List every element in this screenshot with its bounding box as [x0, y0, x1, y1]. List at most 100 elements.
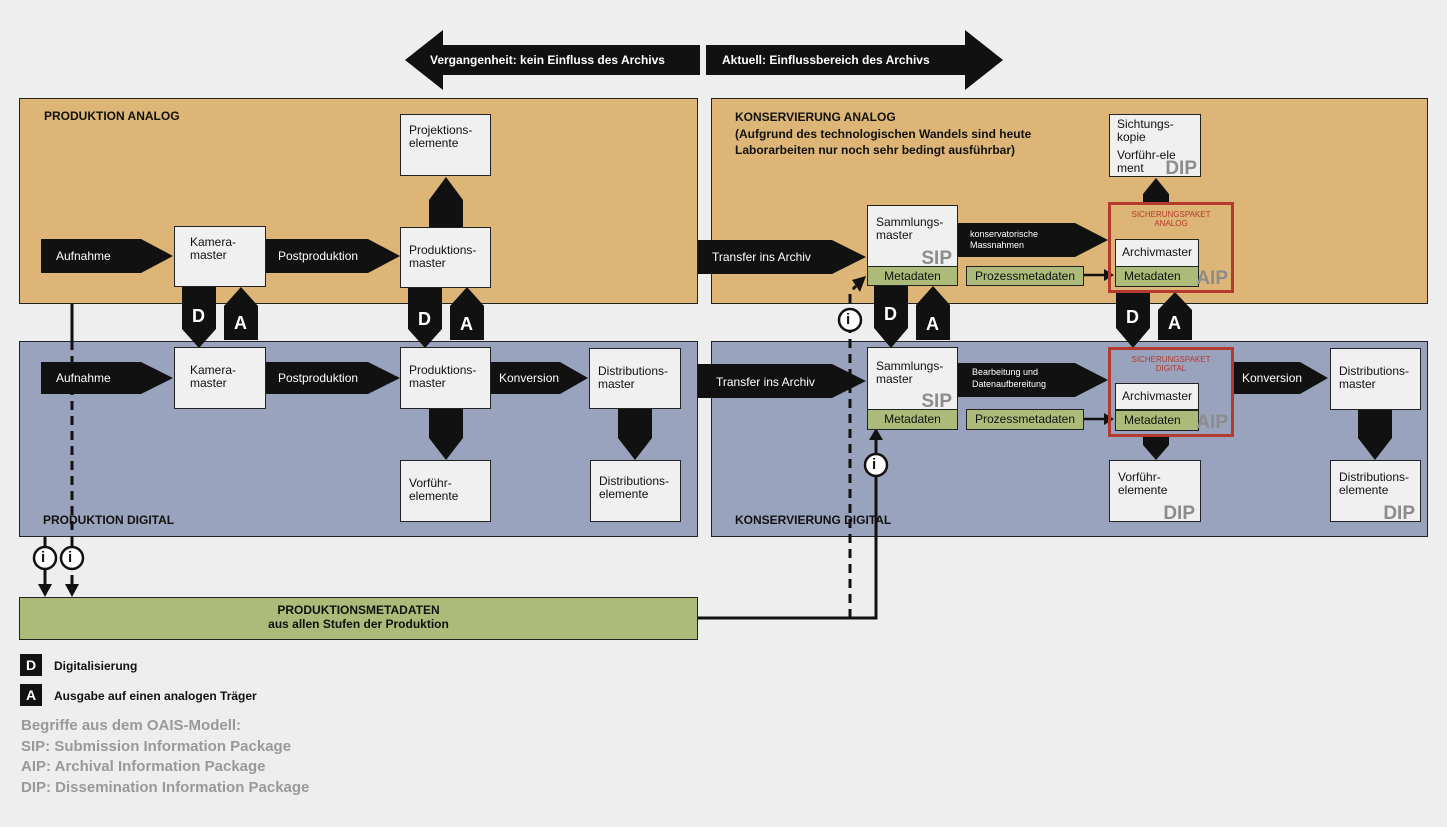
- arrow-aufnahme-digital: [41, 362, 173, 394]
- header-current-label: Aktuell: Einflussbereich des Archivs: [722, 53, 930, 67]
- sicherungspaket-digital-title: SICHERUNGSPAKET DIGITAL: [1111, 355, 1231, 373]
- box-text: Produktions-: [409, 243, 477, 257]
- arrow-transfer-analog: [698, 240, 866, 274]
- line-meta-analog: [848, 284, 858, 618]
- label-d-archiv: D: [1126, 307, 1139, 327]
- line-meta-digital: [698, 437, 878, 620]
- box-sammlungsmaster-digital: Sammlungs- master SIP: [867, 347, 958, 412]
- panel-title-konservierung-analog: KONSERVIERUNG ANALOG: [735, 110, 896, 124]
- box-vorfuehrelemente-kons: Vorführ- elemente DIP: [1109, 460, 1201, 524]
- box-sichtungskopie: Sichtungs- kopie Vorführ-ele ment DIP: [1109, 114, 1201, 179]
- arrow-d-produktion: [408, 287, 442, 348]
- sip-label: SIP: [921, 248, 952, 269]
- arrowhead-meta-1: [38, 584, 52, 597]
- label-aufnahme-digital: Aufnahme: [56, 371, 111, 385]
- box-text: Kamera-: [190, 363, 237, 377]
- box-text: Vorführ-ele: [1117, 148, 1176, 162]
- panel-title-produktion-digital: PRODUKTION DIGITAL: [43, 513, 175, 527]
- metadaten-digital: Metadaten: [867, 409, 958, 430]
- box-text: elemente: [599, 487, 649, 501]
- produktionsmetadaten-subtitle: aus allen Stufen der Produktion: [268, 617, 449, 631]
- label-a-kamera: A: [234, 313, 247, 333]
- label-konservatorisch-2: Massnahmen: [970, 240, 1025, 250]
- legend-a-text: Ausgabe auf einen analogen Träger: [54, 689, 257, 703]
- produktionsmetadaten-bar: PRODUKTIONSMETADATEN aus allen Stufen de…: [19, 597, 698, 640]
- sicherungspaket-text: SICHERUNGSPAKET: [1131, 210, 1211, 219]
- label-bearbeitung-2: Datenaufbereitung: [972, 379, 1047, 389]
- box-text: Vorführ-: [1118, 470, 1161, 484]
- arrow-a-sammlung: [916, 286, 950, 340]
- aip-label: AIP: [1196, 412, 1228, 433]
- arrow-konversion-kons: [1234, 362, 1328, 394]
- label-transfer-analog: Transfer ins Archiv: [712, 250, 811, 264]
- box-text: master: [876, 228, 913, 242]
- box-text: Vorführ-: [409, 476, 452, 490]
- produktionsmetadaten-title: PRODUKTIONSMETADATEN: [277, 603, 440, 617]
- arrow-down-vorfuehr: [429, 409, 463, 460]
- info-icon: i: [872, 456, 877, 473]
- info-icon: i: [846, 311, 851, 328]
- box-vorfuehrelemente-prod: Vorführ- elemente: [400, 460, 491, 522]
- box-text: Produktions-: [409, 363, 477, 377]
- label-konversion-digital: Konversion: [499, 371, 560, 385]
- box-text: Sichtungs-: [1117, 117, 1174, 131]
- arrow-up-projektion: [429, 177, 463, 229]
- dip-label: DIP: [1163, 503, 1195, 524]
- box-distributionselemente-prod: Distributions- elemente: [590, 460, 681, 522]
- box-text: Kamera-: [190, 235, 237, 249]
- dip-label: DIP: [1165, 158, 1197, 179]
- arrow-up-sichtung: [1143, 178, 1169, 202]
- label-d-kamera: D: [192, 306, 205, 326]
- metadaten-aip-analog: Metadaten: [1115, 266, 1199, 287]
- archivmaster-digital: Archivmaster: [1115, 383, 1199, 410]
- arrow-postproduktion-analog: [266, 239, 400, 273]
- box-produktionsmaster-digital: Produktions- master: [400, 347, 491, 409]
- label-d-produktion: D: [418, 309, 431, 329]
- label-postproduktion-digital: Postproduktion: [278, 371, 359, 385]
- header-arrow-current: [706, 30, 1003, 90]
- panel-subtitle-konservierung-analog-1: (Aufgrund des technologischen Wandels si…: [735, 127, 1032, 141]
- label-a-sammlung: A: [926, 314, 939, 334]
- label-aufnahme-analog: Aufnahme: [56, 249, 111, 263]
- label-a-archiv: A: [1168, 313, 1181, 333]
- box-text: Distributions-: [1339, 364, 1410, 378]
- sicherungspaket-text: ANALOG: [1154, 219, 1188, 228]
- label-transfer-digital: Transfer ins Archiv: [716, 375, 815, 389]
- box-distributionsmaster-digital: Distributions- master: [589, 348, 681, 409]
- panel-subtitle-konservierung-analog-2: Laborarbeiten nur noch sehr bedingt ausf…: [735, 143, 1016, 157]
- box-text: Distributions-: [598, 364, 669, 378]
- box-text: master: [876, 372, 913, 386]
- oais-dip: DIP: Dissemination Information Package: [21, 778, 310, 796]
- arrow-a-archiv: [1158, 292, 1192, 340]
- arrow-down-distribution-dip: [1358, 410, 1392, 460]
- sicherungspaket-analog-title: SICHERUNGSPAKET ANALOG: [1111, 210, 1231, 228]
- arrow-down-vorfuehr-dip: [1143, 437, 1169, 460]
- arrow-transfer-digital: [698, 364, 866, 398]
- header-past-label: Vergangenheit: kein Einfluss des Archivs: [430, 53, 665, 67]
- sicherungspaket-text: DIGITAL: [1155, 364, 1187, 373]
- box-distributionsmaster-kons: Distributions- master: [1330, 348, 1421, 410]
- sicherungspaket-text: SICHERUNGSPAKET: [1131, 355, 1211, 364]
- box-text: master: [190, 376, 227, 390]
- box-kameramaster-analog: Kamera- master: [174, 226, 266, 287]
- box-text: master: [1339, 377, 1376, 391]
- sip-label: SIP: [921, 391, 952, 412]
- sicherungspaket-analog: SICHERUNGSPAKET ANALOG Archivmaster Meta…: [1108, 202, 1234, 293]
- oais-legend: Begriffe aus dem OAIS-Modell: SIP: Submi…: [21, 716, 309, 798]
- box-projektionselemente: Projektions- elemente: [400, 114, 491, 176]
- aip-label: AIP: [1196, 268, 1228, 289]
- prozessmetadaten-analog: Prozessmetadaten: [966, 266, 1084, 286]
- box-text: master: [409, 376, 446, 390]
- box-distributionselemente-kons: Distributions- elemente DIP: [1330, 460, 1421, 523]
- box-text: elemente: [1118, 483, 1168, 497]
- arrow-bearbeitung: [958, 363, 1108, 397]
- box-text: Sammlungs-: [876, 359, 944, 373]
- box-produktionsmaster-analog: Produktions- master: [400, 227, 491, 288]
- box-text: Projektions-: [409, 123, 473, 137]
- label-konversion-kons: Konversion: [1242, 371, 1303, 385]
- oais-aip: AIP: Archival Information Package: [21, 758, 266, 775]
- arrow-d-sammlung: [874, 286, 908, 348]
- box-text: master: [598, 377, 635, 391]
- box-text: elemente: [1339, 483, 1389, 497]
- box-text: elemente: [409, 136, 459, 150]
